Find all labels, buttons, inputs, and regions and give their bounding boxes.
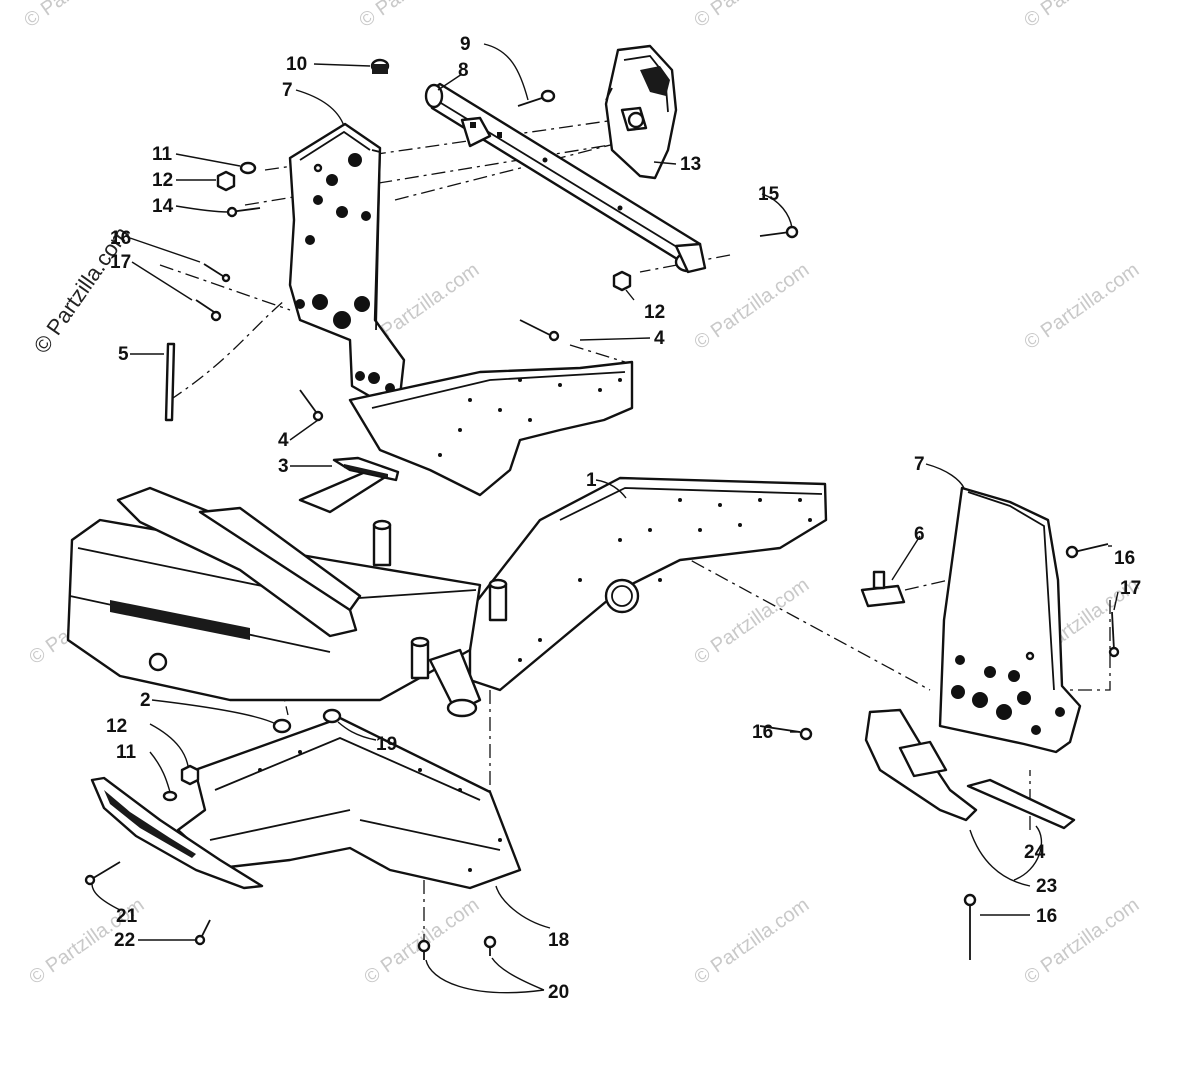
- callout-4: 4: [654, 328, 665, 349]
- watermark: © Partzilla.com: [1020, 0, 1143, 32]
- callout-22: 22: [114, 930, 135, 951]
- watermark: © Partzilla.com: [690, 894, 813, 989]
- callout-3: 3: [278, 456, 289, 477]
- side-panel-right: [938, 486, 1082, 754]
- callout-8: 8: [458, 60, 469, 81]
- callout-14: 14: [152, 196, 174, 217]
- watermark: © Partzilla.com: [690, 574, 813, 669]
- belly-pan: [176, 716, 522, 890]
- callout-16: 16: [110, 228, 131, 249]
- callout-21: 21: [116, 906, 138, 927]
- steering-bracket: [604, 44, 678, 180]
- watermark: © Partzilla.com: [355, 0, 478, 32]
- callout-11: 11: [116, 742, 137, 763]
- watermark: © Partzilla.com: [20, 0, 143, 32]
- callout-19: 19: [376, 734, 397, 755]
- callout-18: 18: [548, 930, 569, 951]
- callout-16: 16: [1036, 906, 1057, 927]
- callout-17: 17: [110, 252, 131, 273]
- watermark: © Partzilla.com: [690, 259, 813, 354]
- watermark: © Partzilla.com: [1020, 259, 1143, 354]
- callout-7: 7: [282, 80, 293, 101]
- callout-2: 2: [140, 690, 151, 711]
- callout-9: 9: [460, 34, 471, 55]
- callout-20: 20: [548, 982, 569, 1003]
- callout-6: 6: [914, 524, 925, 545]
- callout-4: 4: [278, 430, 289, 451]
- callout-7: 7: [914, 454, 925, 475]
- strap-24: [966, 778, 1076, 830]
- callout-labels: 1 2 3 4 4 5 6 7 7 8 9 10 11 11 12 12 12 …: [106, 34, 1141, 1003]
- callout-16: 16: [1114, 548, 1135, 569]
- side-panel-left: [288, 122, 406, 404]
- callout-11: 11: [152, 144, 173, 165]
- chassis-frame: [66, 360, 828, 718]
- watermark: © Partzilla.com: [690, 0, 813, 32]
- callout-12: 12: [152, 170, 173, 191]
- fasteners: [84, 58, 1120, 960]
- leader-lines: [91, 43, 1119, 994]
- front-bumper: [90, 776, 264, 890]
- callout-12: 12: [644, 302, 665, 323]
- callout-23: 23: [1036, 876, 1057, 897]
- steering-shaft-tube: [424, 82, 707, 274]
- callout-15: 15: [758, 184, 780, 205]
- callout-17: 17: [1120, 578, 1141, 599]
- callout-24: 24: [1024, 842, 1046, 863]
- bracket-6: [860, 570, 906, 608]
- callout-1: 1: [586, 470, 597, 491]
- footrest-plate: [864, 708, 978, 822]
- plate-3: [332, 456, 400, 482]
- callout-13: 13: [680, 154, 701, 175]
- callout-16: 16: [752, 722, 773, 743]
- callout-5: 5: [118, 344, 129, 365]
- callout-10: 10: [286, 54, 307, 75]
- callout-12: 12: [106, 716, 127, 737]
